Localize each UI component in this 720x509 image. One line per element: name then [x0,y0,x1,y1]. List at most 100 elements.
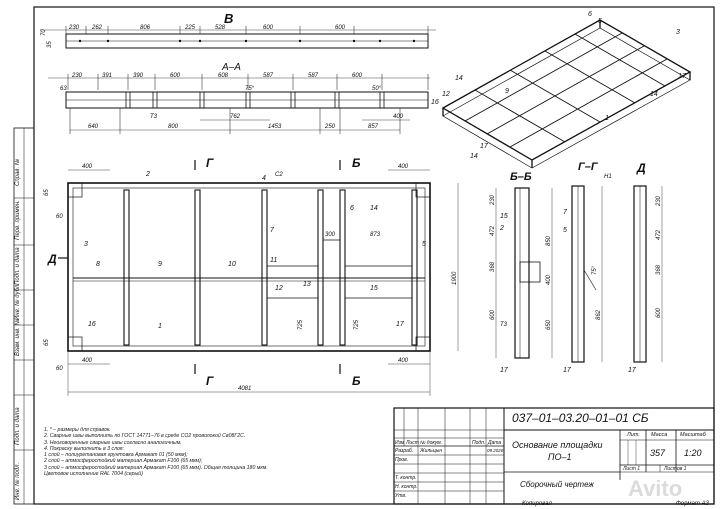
iso-position: 17 [678,73,687,80]
d-dim: 230 [656,195,662,207]
tb-copied: Копировал [522,501,552,507]
tb-name-line2: ПО–1 [548,452,572,462]
plan-position: 17 [396,321,405,328]
iso-position: 3 [676,29,680,36]
plan-position: 16 [88,321,96,328]
tb-role: Разраб. [395,448,414,454]
aa-small-dim: 50° [372,86,382,92]
plan-position: 10 [228,261,236,268]
plan-position: 5 [422,241,426,248]
bb-dim: T3 [500,322,508,328]
gg-position: 7 [563,209,568,216]
top-dim: 600 [335,25,346,31]
top-dim: 528 [215,25,226,31]
iso-position: 12 [442,91,450,98]
plan-dim: 725 [298,319,304,330]
tb-sheets: Листов 1 [664,466,687,472]
plan-dim: 60 [56,214,63,220]
aa-top-dim: 600 [352,73,363,79]
plan-dim: 65 [44,339,50,346]
iso-position: 16 [431,99,439,106]
iso-position: 14 [455,75,463,82]
note-line: 2. Сварные швы выполнить по ГОСТ 14771–7… [44,433,246,440]
note-line: 3. Неоговоренные сварные швы согласно ан… [44,439,182,446]
top-dim: 806 [140,25,151,31]
plan-position: 2 [145,171,150,178]
aa-bottom-dim: 857 [368,124,379,130]
plan-position: 1 [158,323,162,330]
aa-small-dim: 63 [60,86,67,92]
main-plan [58,160,459,396]
aa-bottom-dim: 800 [168,124,179,130]
plan-dim: 400 [398,358,409,364]
tb-col-header: Дата [488,440,502,446]
section-bb-label: Б–Б [510,171,532,183]
gg-dim: H1 [604,174,612,180]
plan-position: 11 [270,257,277,264]
section-aa-label: А–А [221,62,241,73]
plan-dim: 4081 [238,386,251,392]
section-bb [495,187,553,359]
plan-dim: 65 [44,189,50,196]
aa-top-dim: 230 [71,73,83,79]
iso-position: 14 [650,91,658,98]
tb-col-header: Подп. [472,440,486,446]
section-mark-g-bottom: Г [206,374,214,388]
tb-scale-label: Масштаб [680,432,706,438]
iso-position: 1 [605,115,609,122]
section-mark-b-bottom: Б [352,374,361,388]
plan-position: 4 [262,175,266,182]
section-mark-b-top: Б [352,156,361,170]
d-position: 17 [628,367,637,374]
bb-dim: 850 [546,235,552,246]
plan-position: 13 [303,281,311,288]
plan-dim: 873 [370,232,381,238]
aa-small-dim: 762 [230,114,241,120]
bb-dim: 600 [490,309,496,320]
side-label: Перв. примен. [15,200,21,240]
plan-position: 14 [370,205,378,212]
plan-position: 3 [84,241,88,248]
note-line: 1 слой – полиуретановая грунтовка Армака… [44,452,188,459]
d-dim: 368 [656,264,662,275]
tb-sheet: Лист 1 [623,466,641,472]
gg-dim: 75° [592,265,598,275]
note-line: Цветовое исполнение RAL 7004 (серый) [44,471,143,478]
tb-doc-type: Сборочный чертеж [520,480,594,489]
side-label: Подп. и дата [15,407,21,445]
aa-top-dim: 587 [263,73,274,79]
plan-position: 9 [158,261,162,268]
plan-dim: 400 [82,358,93,364]
note-line: 2 слой – атмосферостойкий материал Армак… [44,458,203,465]
plan-position: 6 [350,205,354,212]
note-line: 4. Покраску выполнить в 3 слоя: [44,445,124,452]
top-dim: 230 [68,25,80,31]
top-view-label: В [224,11,233,26]
d-dim: 472 [656,229,662,240]
tb-mass: 357 [650,448,666,458]
plan-dim: 725 [354,319,360,330]
tb-role: Утв. [395,493,407,499]
section-mark-g-top: Г [206,156,214,170]
title-block [393,407,715,505]
plan-position: 8 [96,261,100,268]
bb-position: 17 [500,367,509,374]
aa-small-dim: 400 [393,114,404,120]
d-dim: 600 [656,307,662,318]
section-gg [571,185,603,363]
top-left-dim: 70 [41,29,47,36]
tb-lit-label: Лит. [627,432,640,438]
aa-top-dim: 391 [102,73,112,79]
tb-scale: 1:20 [684,448,702,458]
note-line: 3 слой – атмосферостойкий материал Армак… [44,464,268,471]
aa-top-dim: 608 [218,73,229,79]
tb-role: Т. контр. [395,475,417,481]
top-view-b [40,26,436,49]
plan-position: 7 [270,227,275,234]
top-dim: 225 [184,25,196,31]
tb-col-header: Изм [395,440,405,446]
bb-dim: 230 [490,194,496,206]
plan-dim: 400 [82,164,93,170]
aa-bottom-dim: 1453 [268,124,282,130]
